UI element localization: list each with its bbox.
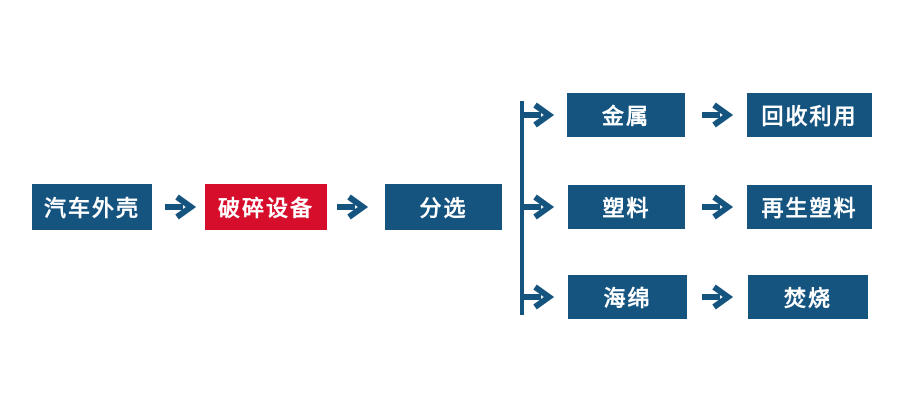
arrow-right-icon xyxy=(523,284,555,310)
node-sorting: 分选 xyxy=(385,184,502,230)
arrow-right-icon xyxy=(523,102,555,128)
node-sorting-label: 分选 xyxy=(419,197,468,222)
node-plastic: 塑料 xyxy=(568,185,685,229)
branch-connector-line xyxy=(520,101,524,315)
arrow-right-icon xyxy=(702,194,734,220)
node-metal: 金属 xyxy=(567,93,685,137)
node-crusher-label: 破碎设备 xyxy=(217,197,314,222)
node-metal-label: 金属 xyxy=(601,105,650,130)
node-recycled-plastic: 再生塑料 xyxy=(747,185,872,229)
node-crusher: 破碎设备 xyxy=(205,184,327,230)
node-incineration: 焚烧 xyxy=(748,275,868,319)
node-plastic-label: 塑料 xyxy=(602,197,651,222)
arrow-right-icon xyxy=(702,284,734,310)
arrow-right-icon xyxy=(702,102,734,128)
node-sponge-label: 海绵 xyxy=(603,287,652,312)
node-recycle-use: 回收利用 xyxy=(747,93,872,137)
node-recycled-plastic-label: 再生塑料 xyxy=(761,197,858,222)
node-car-shell: 汽车外壳 xyxy=(32,184,152,230)
arrow-right-icon xyxy=(523,194,555,220)
arrow-right-icon xyxy=(337,194,369,220)
node-sponge: 海绵 xyxy=(568,275,687,319)
node-car-shell-label: 汽车外壳 xyxy=(43,197,140,222)
node-incineration-label: 焚烧 xyxy=(783,287,832,312)
node-recycle-use-label: 回收利用 xyxy=(761,105,858,130)
arrow-right-icon xyxy=(165,194,197,220)
